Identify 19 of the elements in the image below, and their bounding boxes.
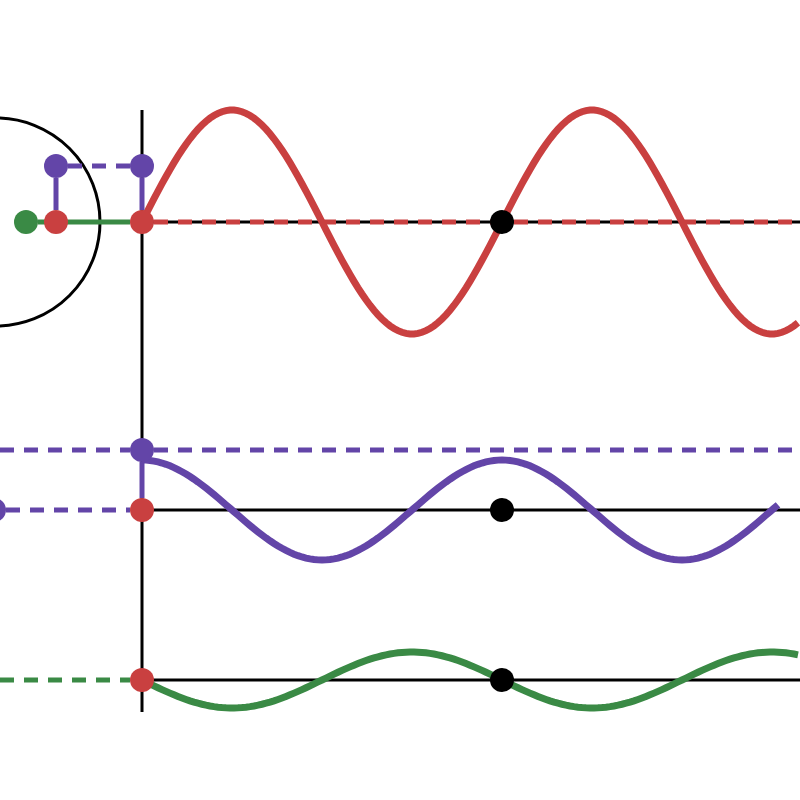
- connector-line: [139, 462, 145, 498]
- connector-line: [139, 178, 145, 210]
- point-marker: [490, 668, 514, 692]
- point-marker: [490, 498, 514, 522]
- point-marker: [130, 668, 154, 692]
- point-marker: [44, 210, 68, 234]
- point-marker: [130, 210, 154, 234]
- point-marker: [14, 210, 38, 234]
- point-marker: [130, 154, 154, 178]
- point-marker: [44, 154, 68, 178]
- projection-line: [68, 163, 130, 169]
- point-marker: [490, 210, 514, 234]
- projection-line: [0, 447, 130, 453]
- connector-line: [53, 178, 59, 210]
- projection-line: [0, 677, 130, 683]
- projection-line: [6, 507, 130, 513]
- point-marker: [130, 498, 154, 522]
- connector-line: [38, 219, 130, 225]
- point-marker: [130, 438, 154, 462]
